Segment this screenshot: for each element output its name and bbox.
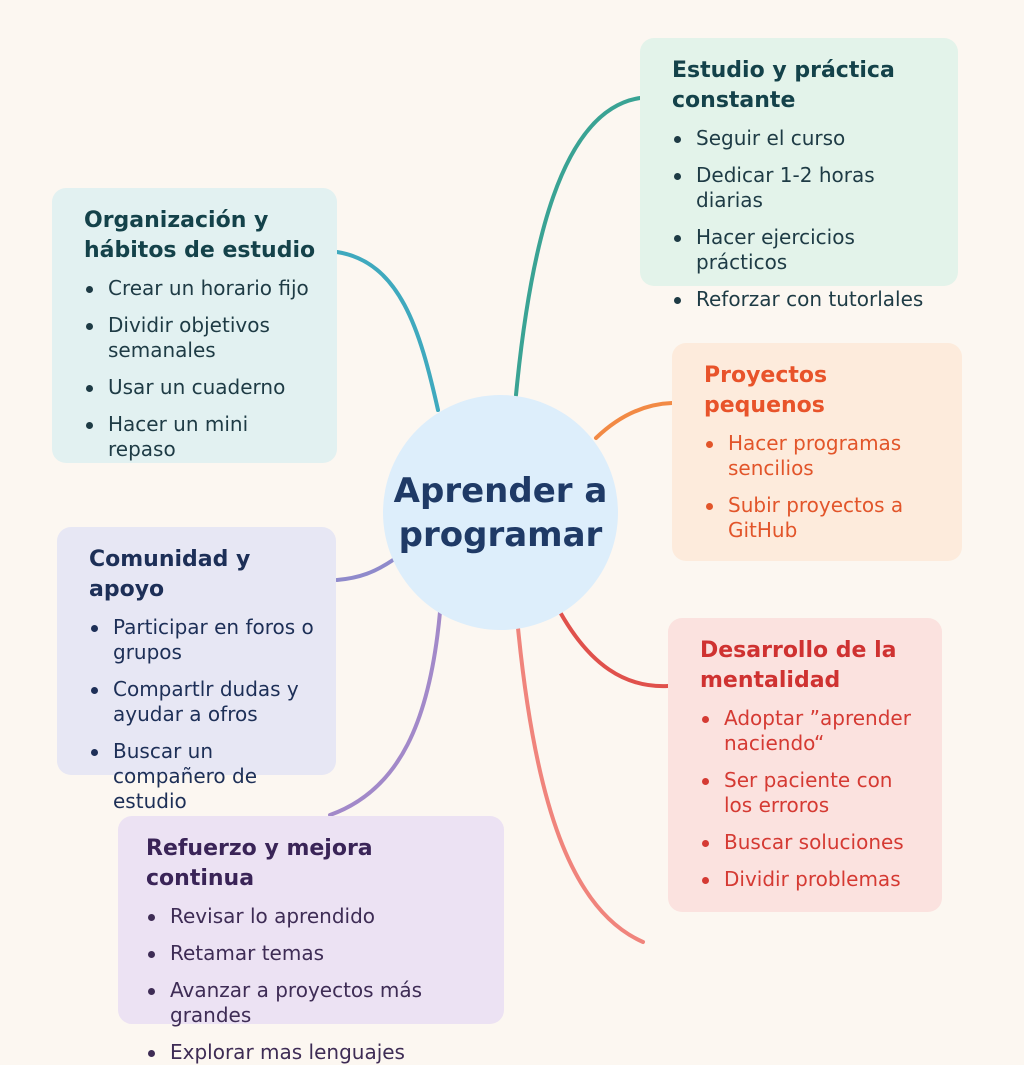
branch-items: Seguir el curso Dedicar 1-2 horas diaria… — [672, 126, 938, 312]
list-item: Hacer ejercicios prácticos — [672, 225, 938, 275]
list-item: Dedicar 1-2 horas diarias — [672, 163, 938, 213]
list-item: Revisar lo aprendido — [146, 904, 484, 929]
branch-title: Estudio y práctica constante — [672, 58, 895, 113]
connector-estudio — [514, 96, 642, 397]
branch-items: Adoptar ”aprender naciendo“ Ser paciente… — [700, 706, 922, 892]
central-node: Aprender a programar — [383, 395, 618, 630]
branch-card-refuerzo: Refuerzo y mejora continua Revisar lo ap… — [118, 816, 504, 1064]
connector-comunidad — [335, 558, 395, 582]
list-item: Hacer programas sencilios — [704, 431, 942, 481]
list-item: Dividir objetivos semanales — [84, 313, 317, 363]
list-item: Crear un horario fijo — [84, 276, 317, 301]
branch-title: Comunidad y apoyo — [89, 547, 251, 602]
list-item: Dividir problemas — [700, 867, 922, 892]
list-item: Participar en foros o grupos — [89, 615, 316, 665]
list-item: Reforzar con tutorlales — [672, 287, 938, 312]
branch-card-organizacion: Organización y hábitos de estudio Crear … — [52, 188, 337, 463]
list-item: Hacer un mini repaso — [84, 412, 317, 462]
list-item: Buscar un compañero de estudio — [89, 739, 316, 814]
branch-items: Revisar lo aprendido Retamar temas Avanz… — [146, 904, 484, 1065]
connector-organizacion — [335, 250, 440, 412]
list-item: Ser paciente con los erroros — [700, 768, 922, 818]
branch-card-comunidad: Comunidad y apoyo Participar en foros o … — [57, 527, 336, 813]
list-item: Avanzar a proyectos más grandes — [146, 978, 484, 1028]
list-item: Retamar temas — [146, 941, 484, 966]
branch-card-desarrollo: Desarrollo de la mentalidad Adoptar ”apr… — [668, 618, 942, 912]
branch-card-proyectos: Proyectos pequenos Hacer programas senci… — [672, 343, 962, 561]
branch-title: Desarrollo de la mentalidad — [700, 638, 897, 693]
connector-desarrollo — [558, 610, 670, 689]
list-item: Buscar soluciones — [700, 830, 922, 855]
list-item: Usar un cuaderno — [84, 375, 317, 400]
branch-items: Crear un horario fijo Dividir objetivos … — [84, 276, 317, 462]
branch-title: Proyectos pequenos — [704, 363, 828, 418]
list-item: Compartlr dudas y ayudar a ofros — [89, 677, 316, 727]
list-item: Explorar mas lenguajes — [146, 1040, 484, 1065]
connector-tail — [516, 626, 645, 944]
branch-items: Hacer programas sencilios Subir proyecto… — [704, 431, 942, 543]
list-item: Seguir el curso — [672, 126, 938, 151]
connector-refuerzo — [328, 610, 442, 817]
branch-title: Refuerzo y mejora continua — [146, 836, 373, 891]
branch-card-estudio: Estudio y práctica constante Seguir el c… — [640, 38, 958, 311]
connector-lines — [328, 96, 674, 944]
branch-items: Participar en foros o grupos Compartlr d… — [89, 615, 316, 814]
branch-title: Organización y hábitos de estudio — [84, 208, 316, 263]
central-title: Aprender a programar — [393, 470, 608, 555]
list-item: Subir proyectos a GitHub — [704, 493, 942, 543]
list-item: Adoptar ”aprender naciendo“ — [700, 706, 922, 756]
connector-proyectos — [594, 401, 674, 440]
